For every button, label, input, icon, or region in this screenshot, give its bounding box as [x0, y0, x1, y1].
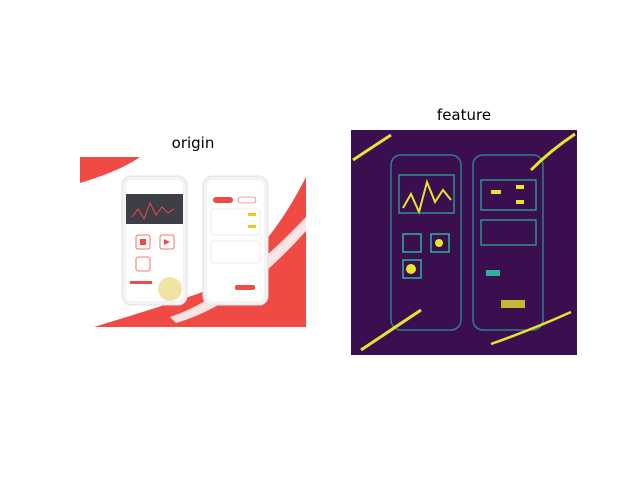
origin-image	[80, 157, 306, 327]
feature-title: feature	[436, 106, 492, 124]
feature-map-image	[351, 130, 577, 355]
origin-title: origin	[171, 134, 215, 152]
feature-right-phone-outline	[472, 154, 544, 331]
left-phone-mockup	[121, 175, 188, 306]
red-swoosh-top	[80, 157, 140, 183]
feature-left-phone-outline	[390, 154, 462, 331]
right-phone-mockup	[202, 175, 269, 306]
